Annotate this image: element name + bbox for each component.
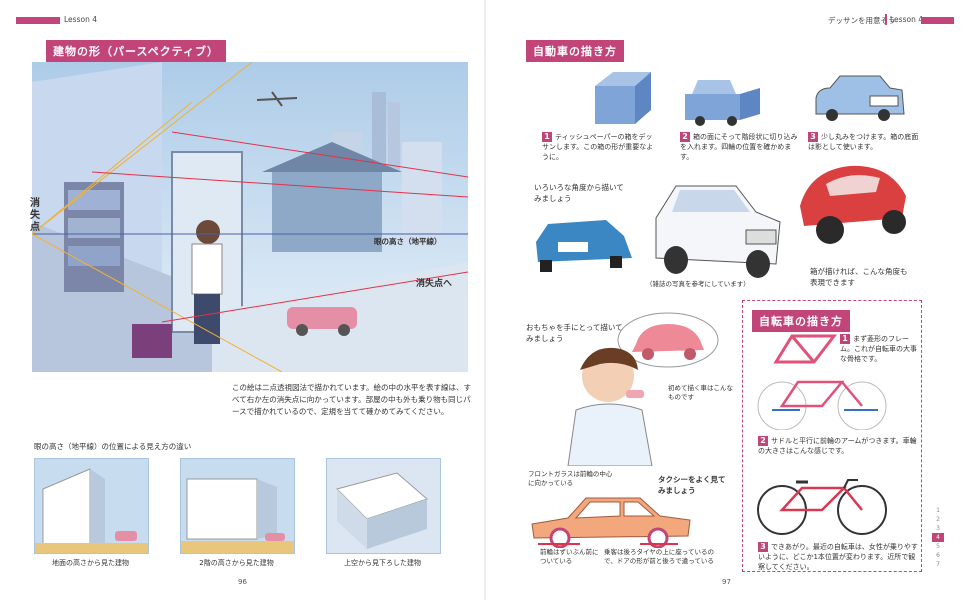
- vanish-left-label: 消失点: [30, 198, 40, 233]
- car-section-title: 自動車の描き方: [526, 40, 624, 62]
- bike-step-1-number: 1: [840, 334, 850, 344]
- side-index: 1 2 3 4 5 6 7: [932, 506, 944, 569]
- side-index-6[interactable]: 6: [936, 552, 940, 559]
- bike-section-box: [742, 300, 922, 572]
- first-car-note: 初めて描く車はこんなものです: [668, 384, 733, 401]
- magazine-note: （雑誌の写真を参考にしています）: [646, 280, 750, 288]
- thumb-second-floor-view: [180, 458, 295, 554]
- side-index-4[interactable]: 4: [932, 533, 944, 542]
- white-car-drawing: [646, 178, 786, 278]
- building-title-text: 建物の形（パースペクティブ）: [47, 41, 226, 61]
- right-page-number: 97: [722, 578, 731, 586]
- header-divider: [885, 14, 887, 25]
- eye-level-label: 眼の高さ（地平線）: [374, 237, 442, 246]
- box-note: 箱が描ければ、こんな角度も表現できます: [810, 267, 908, 287]
- car-stepped-drawing: [680, 70, 770, 128]
- left-page-number: 96: [238, 578, 247, 586]
- thumb-ground-view: [34, 458, 149, 554]
- right-lesson-bar: [921, 17, 954, 24]
- bike-section-title: 自転車の描き方: [752, 310, 850, 332]
- thumb-aerial-view: [326, 458, 441, 554]
- right-header-label: デッサンを用意そう: [828, 16, 896, 25]
- blue-car-drawing: [528, 206, 638, 276]
- child-drawing: [560, 340, 660, 466]
- thought-bubble: [612, 310, 722, 376]
- car-step-3-text: 少し丸みをつけます。箱の底面は影として使います。: [808, 133, 919, 151]
- car-step-2-number: 2: [680, 132, 690, 142]
- bike-step-3-number: 3: [758, 542, 768, 552]
- side-index-7[interactable]: 7: [936, 561, 940, 568]
- car-step-1-text: ティッシュペーパーの箱をデッサンします。この箱の形が重要なように。: [542, 133, 654, 161]
- side-index-2[interactable]: 2: [936, 516, 940, 523]
- caption-aerial-view: 上空から見下ろした建物: [344, 559, 421, 567]
- bike-step-2-number: 2: [758, 436, 768, 446]
- bike-frame-drawing: [770, 330, 840, 370]
- car-step-3-number: 3: [808, 132, 818, 142]
- building-section-title: 建物の形（パースペクティブ）: [46, 40, 227, 62]
- side-index-3[interactable]: 3: [936, 525, 940, 532]
- angles-note: いろいろな角度から描いてみましょう: [534, 183, 624, 203]
- bike-wheels-drawing: [752, 370, 892, 430]
- taxi-note: タクシーをよく見てみましょう: [658, 475, 726, 495]
- front-wheel-note: 前輪はずいぶん前についている: [540, 548, 599, 565]
- car-step-1-number: 1: [542, 132, 552, 142]
- page-gutter: [484, 0, 486, 600]
- bike-step-2-text: サドルと平行に前輪のアームがつきます。車輪の大きさはこんな感じです。: [758, 437, 917, 455]
- car-rounded-drawing: [810, 68, 910, 128]
- taxi-drawing: [528, 492, 694, 548]
- side-index-1[interactable]: 1: [936, 507, 940, 514]
- side-index-5[interactable]: 5: [936, 543, 940, 550]
- right-lesson-label: Lesson 4: [890, 15, 923, 24]
- bike-title-text: 自転車の描き方: [753, 311, 849, 331]
- passenger-note: 乗客は後ろタイヤの上に座っているので、ドアの形が前と後ろで違っている: [604, 548, 714, 565]
- car-step-2-text: 箱の面にそって階段状に切り込みを入れます。四輪の位置を確かめます。: [680, 133, 798, 161]
- windshield-note: フロントガラスは前輪の中心に向かっている: [528, 470, 613, 487]
- caption-ground-view: 地面の高さから見た建物: [52, 559, 129, 567]
- left-lesson-bar: [16, 17, 60, 24]
- left-lesson-label: Lesson 4: [64, 15, 97, 24]
- caption-second-floor-view: 2階の高さから見た建物: [199, 559, 274, 567]
- bike-step-1-text: まず菱形のフレーム。これが自転車の大事な骨格です。: [840, 335, 917, 363]
- vanish-right-label: 消失点へ: [416, 279, 453, 289]
- comparison-heading: 眼の高さ（地平線）の位置による見え方の違い: [34, 442, 192, 451]
- bike-step-3-text: できあがり。最近の自転車は、女性が乗りやすいように、どこか1本位置が変わります。…: [758, 543, 918, 571]
- car-box-drawing: [585, 66, 655, 128]
- toy-note: おもちゃを手にとって描いてみましょう: [526, 323, 623, 343]
- red-car-drawing: [790, 156, 918, 256]
- car-title-text: 自動車の描き方: [527, 41, 623, 61]
- perspective-illustration: [32, 62, 468, 372]
- bike-complete-drawing: [752, 474, 892, 536]
- perspective-description: この絵は二点透視図法で描かれています。絵の中の水平を表す線は、すべて右か左の消失…: [232, 383, 472, 416]
